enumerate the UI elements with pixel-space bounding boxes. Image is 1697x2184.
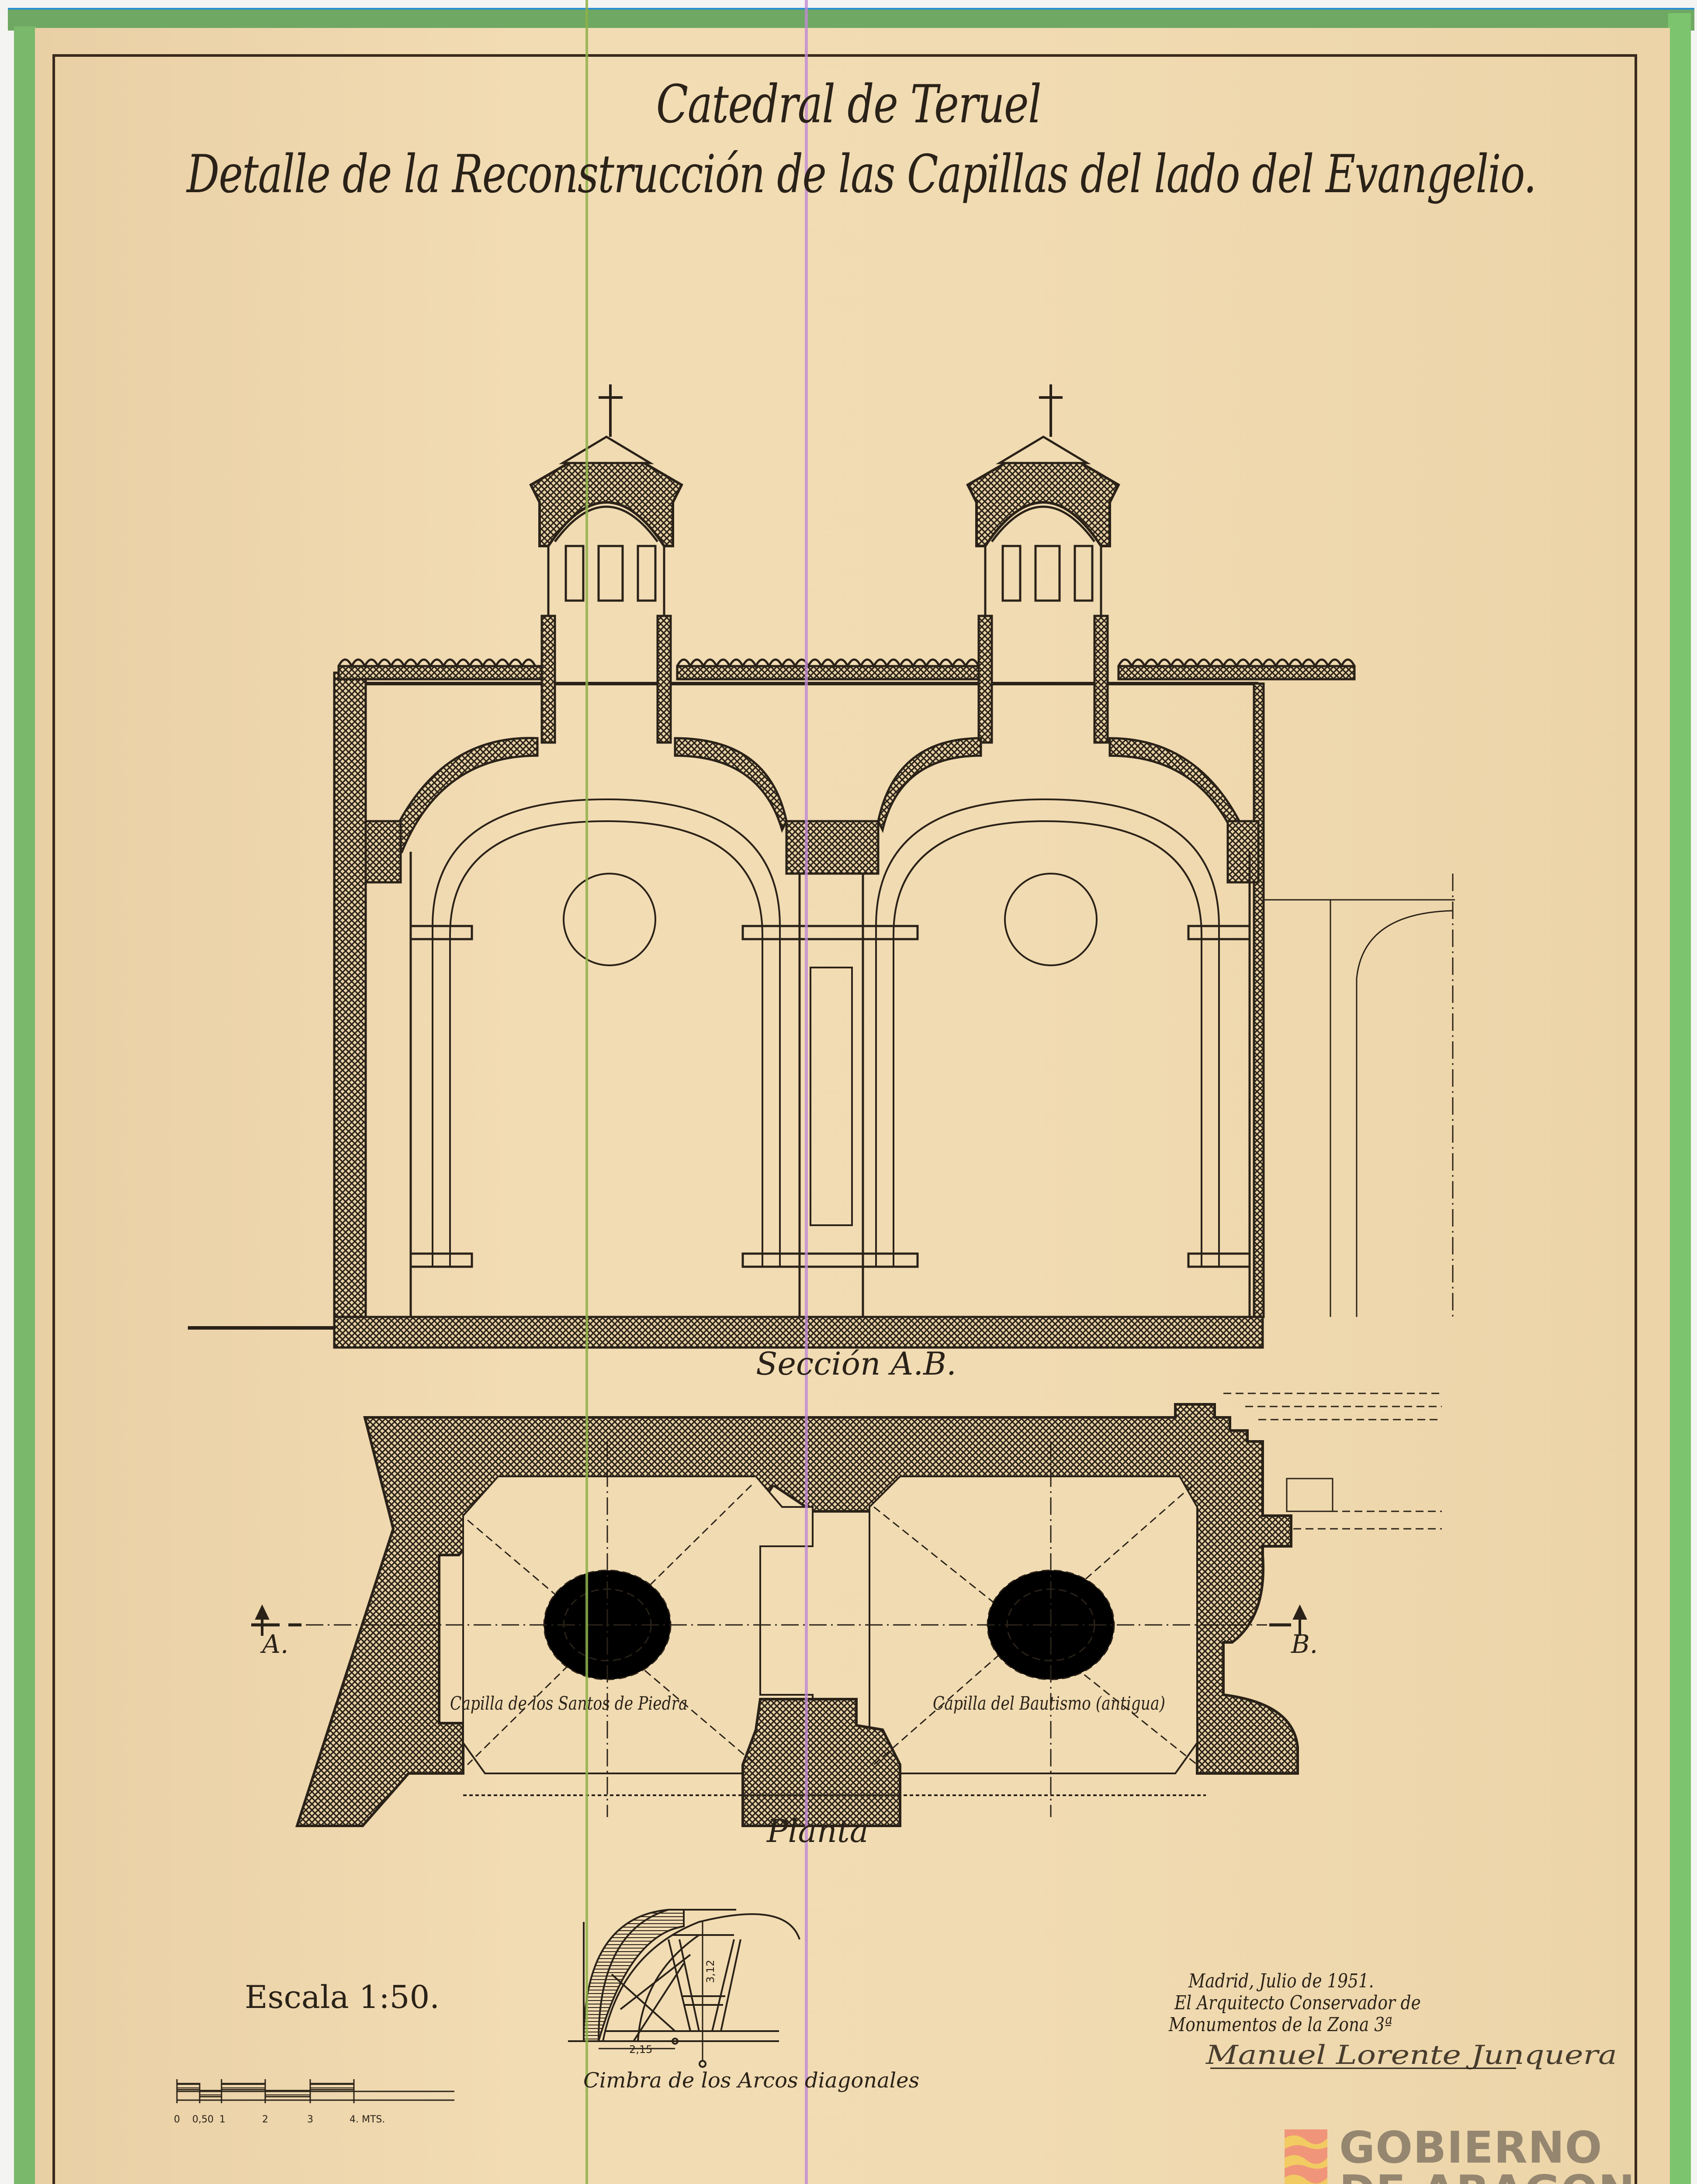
floor-slab: [333, 1316, 1264, 1349]
scale-label: Escala 1:50.: [245, 1979, 440, 2015]
scale-tick: 3: [307, 2114, 313, 2125]
scale-tick: 4. MTS.: [350, 2114, 385, 2125]
architect-signature: Manuel Lorente Junquera: [1206, 2040, 1617, 2070]
section-label: Sección A.B.: [756, 1345, 956, 1382]
formwork-detail: [568, 1909, 800, 2068]
document-title: Catedral de Teruel: [656, 74, 1042, 135]
dimension-width: 2,15: [629, 2043, 653, 2056]
watermark-line2: DE ARAGON: [1339, 2170, 1635, 2184]
chapel-right-label: Capilla del Bautismo (antigua): [933, 1693, 1165, 1714]
formwork-label: Cimbra de los Arcos diagonales: [583, 2068, 920, 2093]
masking-tape-top: [8, 8, 1694, 31]
floor-plan: [251, 1393, 1442, 1827]
drawing-frame: [52, 54, 1637, 2184]
left-wall: [333, 671, 367, 1349]
lantern-left: [529, 384, 683, 744]
place-date: Madrid, Julio de 1951.: [1188, 1970, 1374, 1992]
watermark-text: GOBIERNO DE ARAGON: [1339, 2126, 1635, 2184]
gobierno-de-aragon-watermark: GOBIERNO DE ARAGON: [1285, 2126, 1697, 2184]
architect-role-line1: El Arquitecto Conservador de: [1174, 1992, 1421, 2014]
dimension-height: 3,12: [704, 1959, 717, 1983]
scale-tick: 0: [174, 2114, 180, 2125]
chapel-left-label: Capilla de los Santos de Piedra: [450, 1693, 688, 1714]
aragon-flag-icon: [1285, 2129, 1327, 2184]
document-subtitle: Detalle de la Reconstrucción de las Capi…: [187, 144, 1537, 205]
cut-marker-b: B.: [1291, 1629, 1318, 1659]
scale-tick: 1: [219, 2114, 225, 2125]
masking-tape-left: [14, 26, 36, 2184]
cut-marker-a: A.: [262, 1629, 289, 1659]
masking-tape-right: [1668, 13, 1691, 2184]
watermark-line1: GOBIERNO: [1339, 2122, 1603, 2173]
scan-guide-line-green: [585, 0, 588, 2184]
architect-role-line2: Monumentos de la Zona 3ª: [1169, 2014, 1392, 2036]
plan-label: Planta: [767, 1813, 869, 1849]
scale-bar: [176, 2079, 454, 2103]
section-elevation: [188, 384, 1455, 1349]
scale-tick: 0,50: [192, 2114, 214, 2125]
scale-tick: 2: [262, 2114, 268, 2125]
lantern-right: [966, 384, 1120, 744]
scan-guide-line-purple: [805, 0, 808, 2184]
